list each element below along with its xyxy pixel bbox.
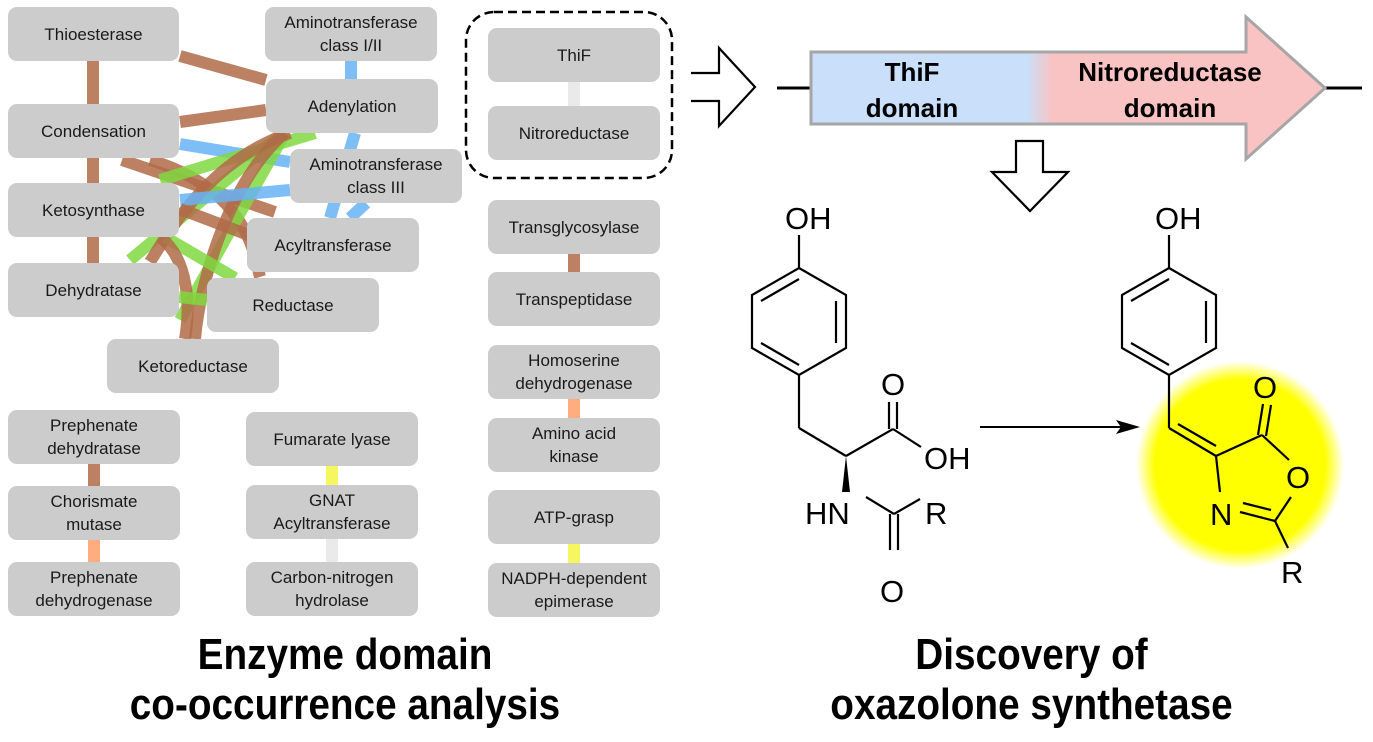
- node-aminotransferase-3: Aminotransferase class III: [290, 149, 462, 203]
- node-dehydratase: Dehydratase: [8, 263, 179, 317]
- module-highlight-box: [464, 10, 674, 180]
- caption-left: Enzyme domain co-occurrence analysis: [129, 630, 561, 729]
- node-aminotransferase-1-2: Aminotransferase class I/II: [265, 7, 437, 61]
- substrate-amide-o: O: [880, 574, 904, 609]
- node-prephenate-dh: Prephenate dehydrogenase: [8, 562, 180, 616]
- edge-ketosynthase-reductase: [161, 231, 239, 284]
- node-homoserine-dh: Homoserine dehydrogenase: [488, 345, 660, 399]
- node-acyltransferase: Acyltransferase: [247, 218, 419, 272]
- edge-aminotransferase-3-ketosynthase: [179, 184, 291, 206]
- hollow-arrow-down-icon: [989, 139, 1071, 213]
- node-chorismate-mutase: Chorismate mutase: [8, 486, 180, 540]
- node-atp-grasp: ATP-grasp: [488, 490, 660, 544]
- node-thif: ThiF: [488, 28, 660, 82]
- hollow-arrow-right-icon: [691, 45, 757, 129]
- node-thioesterase: Thioesterase: [8, 7, 179, 61]
- domain2-label-line1: Nitroreductase: [1078, 57, 1262, 87]
- substrate-r: R: [925, 496, 947, 531]
- node-nitroreductase: Nitroreductase: [488, 106, 660, 160]
- node-nadph-epimerase: NADPH-dependent epimerase: [488, 563, 660, 617]
- product-ring-n: N: [1210, 497, 1232, 532]
- product-ring-o: O: [1286, 460, 1310, 495]
- domain2-label-line2: domain: [1124, 93, 1216, 123]
- substrate-oh-top: OH: [785, 201, 832, 236]
- domain1-label-line2: domain: [866, 93, 958, 123]
- caption-right: Discovery of oxazolone synthetase: [830, 630, 1233, 729]
- oxazolone-highlight: [1136, 361, 1344, 569]
- node-prephenate-dehydratase: Prephenate dehydratase: [8, 410, 180, 464]
- node-amino-acid-kinase: Amino acid kinase: [488, 418, 660, 472]
- edge-aminotransferase-3-acyltransferase: [345, 198, 371, 223]
- edges-layer: [87, 50, 580, 563]
- reaction-arrowhead-icon: [1116, 420, 1140, 434]
- domain1-label-line1: ThiF: [885, 57, 940, 87]
- node-ketosynthase: Ketosynthase: [8, 183, 179, 237]
- node-cn-hydrolase: Carbon-nitrogen hydrolase: [246, 562, 418, 616]
- node-adenylation: Adenylation: [266, 79, 438, 133]
- gene-arrow: [809, 13, 1328, 163]
- substrate-acid-oh: OH: [924, 441, 971, 476]
- node-transglycosylase: Transglycosylase: [488, 200, 660, 254]
- node-reductase: Reductase: [207, 278, 379, 332]
- edge-thioesterase-adenylation: [178, 50, 268, 86]
- edge-condensation-adenylation: [179, 104, 267, 128]
- edge-dehydratase-reductase: [178, 291, 208, 306]
- substrate-carbonyl-o: O: [881, 367, 905, 402]
- node-fumarate-lyase: Fumarate lyase: [246, 412, 418, 466]
- product-r: R: [1281, 555, 1303, 590]
- substrate-hn: HN: [805, 496, 850, 531]
- node-gnat: GNAT Acyltransferase: [246, 485, 418, 539]
- node-condensation: Condensation: [8, 104, 179, 158]
- product-oh-top: OH: [1155, 201, 1202, 236]
- edge-adenylation-ketoreductase: [189, 128, 289, 340]
- node-ketoreductase: Ketoreductase: [107, 339, 279, 393]
- wedge-bond: [842, 456, 850, 492]
- product-structure: [1120, 235, 1292, 549]
- node-transpeptidase: Transpeptidase: [488, 272, 660, 326]
- product-carbonyl-o: O: [1253, 370, 1277, 405]
- edge-ketosynthase-ketoreductase: [156, 232, 194, 341]
- substrate-structure: [750, 235, 922, 550]
